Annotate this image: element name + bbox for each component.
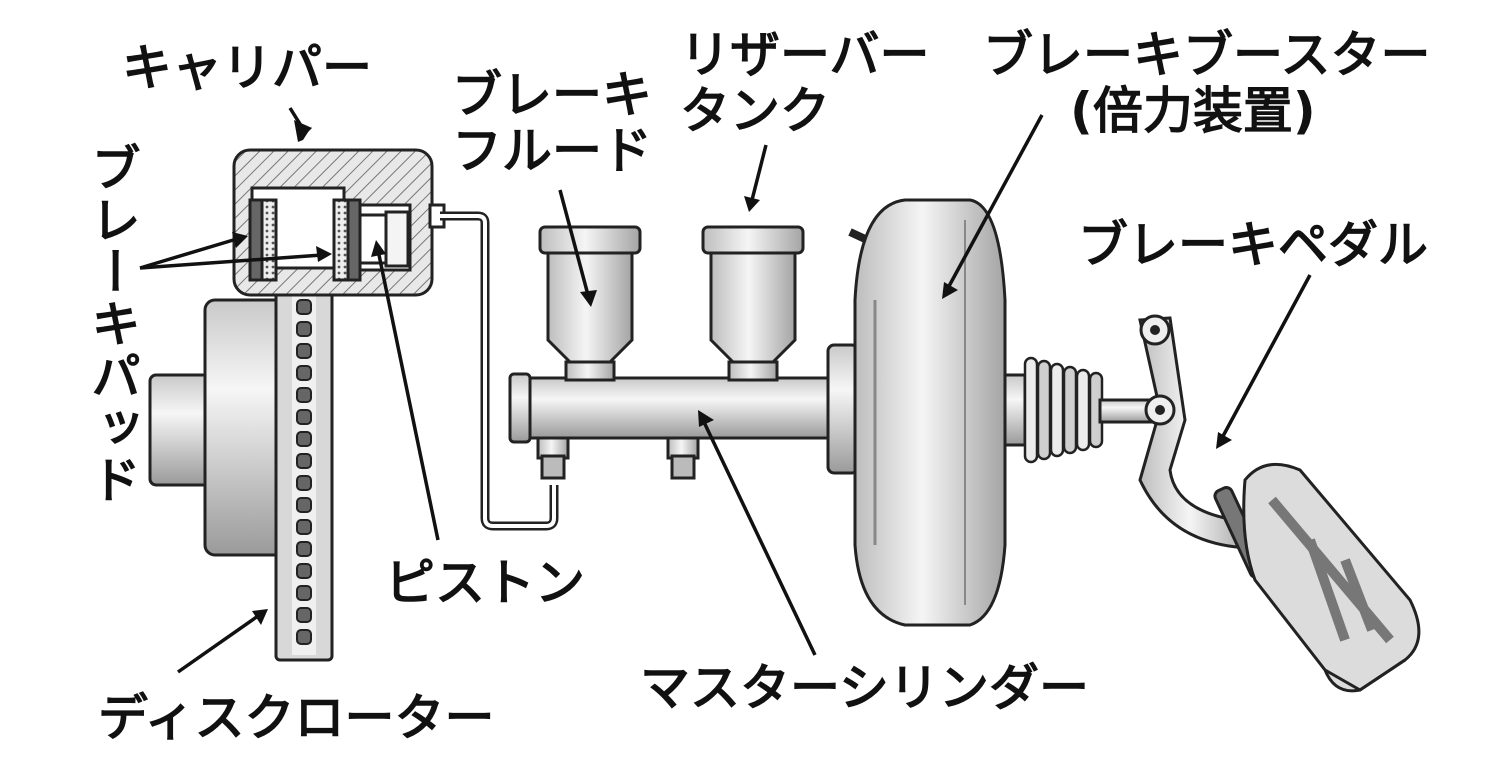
label-master-cylinder: マスターシリンダー	[640, 659, 1089, 717]
label-reservoir-2: タンク	[680, 82, 830, 140]
piston	[358, 203, 446, 268]
label-reservoir-1: リザーバー	[680, 26, 930, 84]
leader-lines	[139, 107, 1312, 674]
label-brake-pedal: ブレーキペダル	[1078, 216, 1428, 274]
reservoir-tank-2	[701, 225, 805, 382]
label-piston: ピストン	[385, 554, 585, 612]
label-booster-2: (倍力装置)	[1070, 82, 1316, 140]
label-booster-1: ブレーキブースター	[983, 26, 1431, 84]
label-caliper: キャリパー	[122, 39, 372, 97]
reservoir-tank-1	[538, 225, 642, 382]
label-brake-pad: ブレーキパッド	[83, 142, 141, 506]
brake-pads	[248, 198, 362, 282]
rotor-ventilation-slots	[296, 299, 312, 645]
bellows-boot	[1003, 356, 1162, 464]
brake-booster	[848, 198, 1007, 627]
shoe	[1242, 462, 1421, 693]
label-brake-fluid-1: ブレーキ	[452, 66, 652, 124]
master-cylinder	[508, 343, 860, 480]
brake-line	[440, 211, 559, 531]
label-brake-fluid-2: フルード	[452, 122, 652, 180]
label-disc-rotor: ディスクローター	[98, 689, 495, 747]
